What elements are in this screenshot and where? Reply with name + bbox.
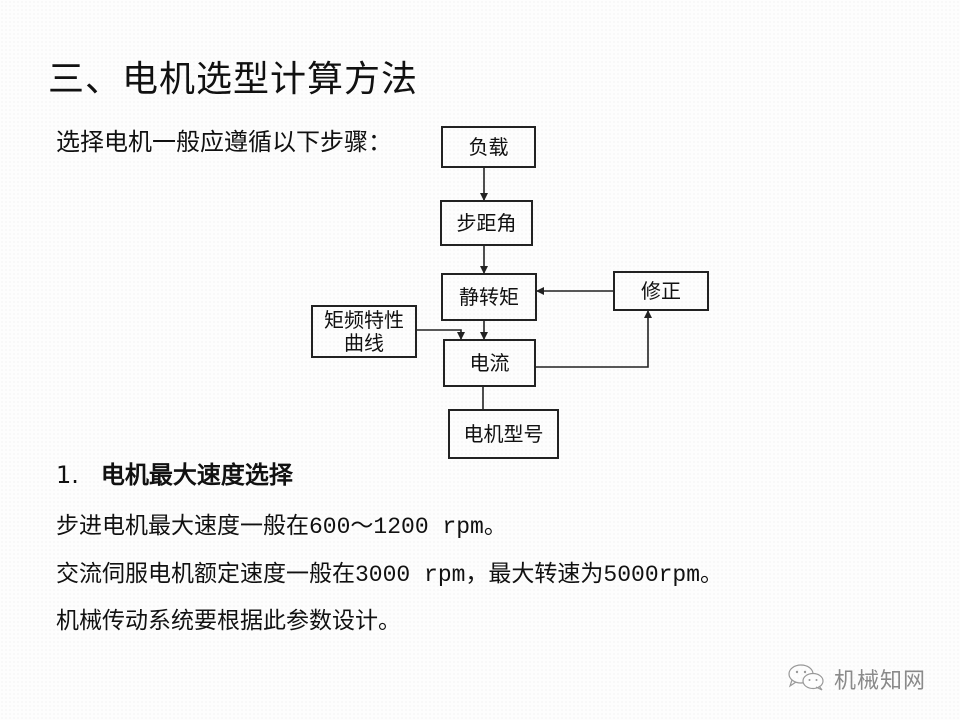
intro-text: 选择电机一般应遵循以下步骤： xyxy=(56,128,392,156)
line-1-text: 步进电机最大速度一般在 xyxy=(56,513,309,539)
wechat-icon xyxy=(786,662,828,696)
flow-box-correction: 修正 xyxy=(613,271,709,311)
section-heading-text: 电机最大速度选择 xyxy=(100,461,293,489)
line-2-value: 3000 rpm xyxy=(355,562,466,588)
section-number: 1. xyxy=(56,461,79,489)
flow-box-load: 负载 xyxy=(441,126,536,168)
flow-box-current: 电流 xyxy=(443,339,536,387)
flow-box-static-torque: 静转矩 xyxy=(441,273,537,321)
line-3-text: 机械传动系统要根据此参数设计。 xyxy=(56,608,401,634)
section-heading: 1. 电机最大速度选择 xyxy=(56,455,293,490)
slide-title: 三、电机选型计算方法 xyxy=(48,59,419,100)
line-2-text: 交流伺服电机额定速度一般在 xyxy=(56,561,355,587)
line-2-mid: ，最大转速为 xyxy=(465,561,604,587)
line-1-end: 。 xyxy=(483,513,507,539)
line-2-value-2: 5000rpm xyxy=(603,562,701,588)
flow-box-motor-model: 电机型号 xyxy=(448,409,559,459)
flow-box-torque-freq-curve: 矩频特性曲线 xyxy=(311,305,417,358)
line-1-value: 600～1200 rpm xyxy=(309,514,484,540)
body-line-3: 机械传动系统要根据此参数设计。 xyxy=(56,601,401,635)
flow-box-step-angle: 步距角 xyxy=(440,200,533,246)
body-line-1: 步进电机最大速度一般在600～1200 rpm。 xyxy=(56,506,507,540)
line-2-end: 。 xyxy=(700,561,724,587)
body-line-2: 交流伺服电机额定速度一般在3000 rpm，最大转速为5000rpm。 xyxy=(56,554,723,588)
watermark: 机械知网 xyxy=(786,662,926,696)
watermark-text: 机械知网 xyxy=(834,669,927,694)
